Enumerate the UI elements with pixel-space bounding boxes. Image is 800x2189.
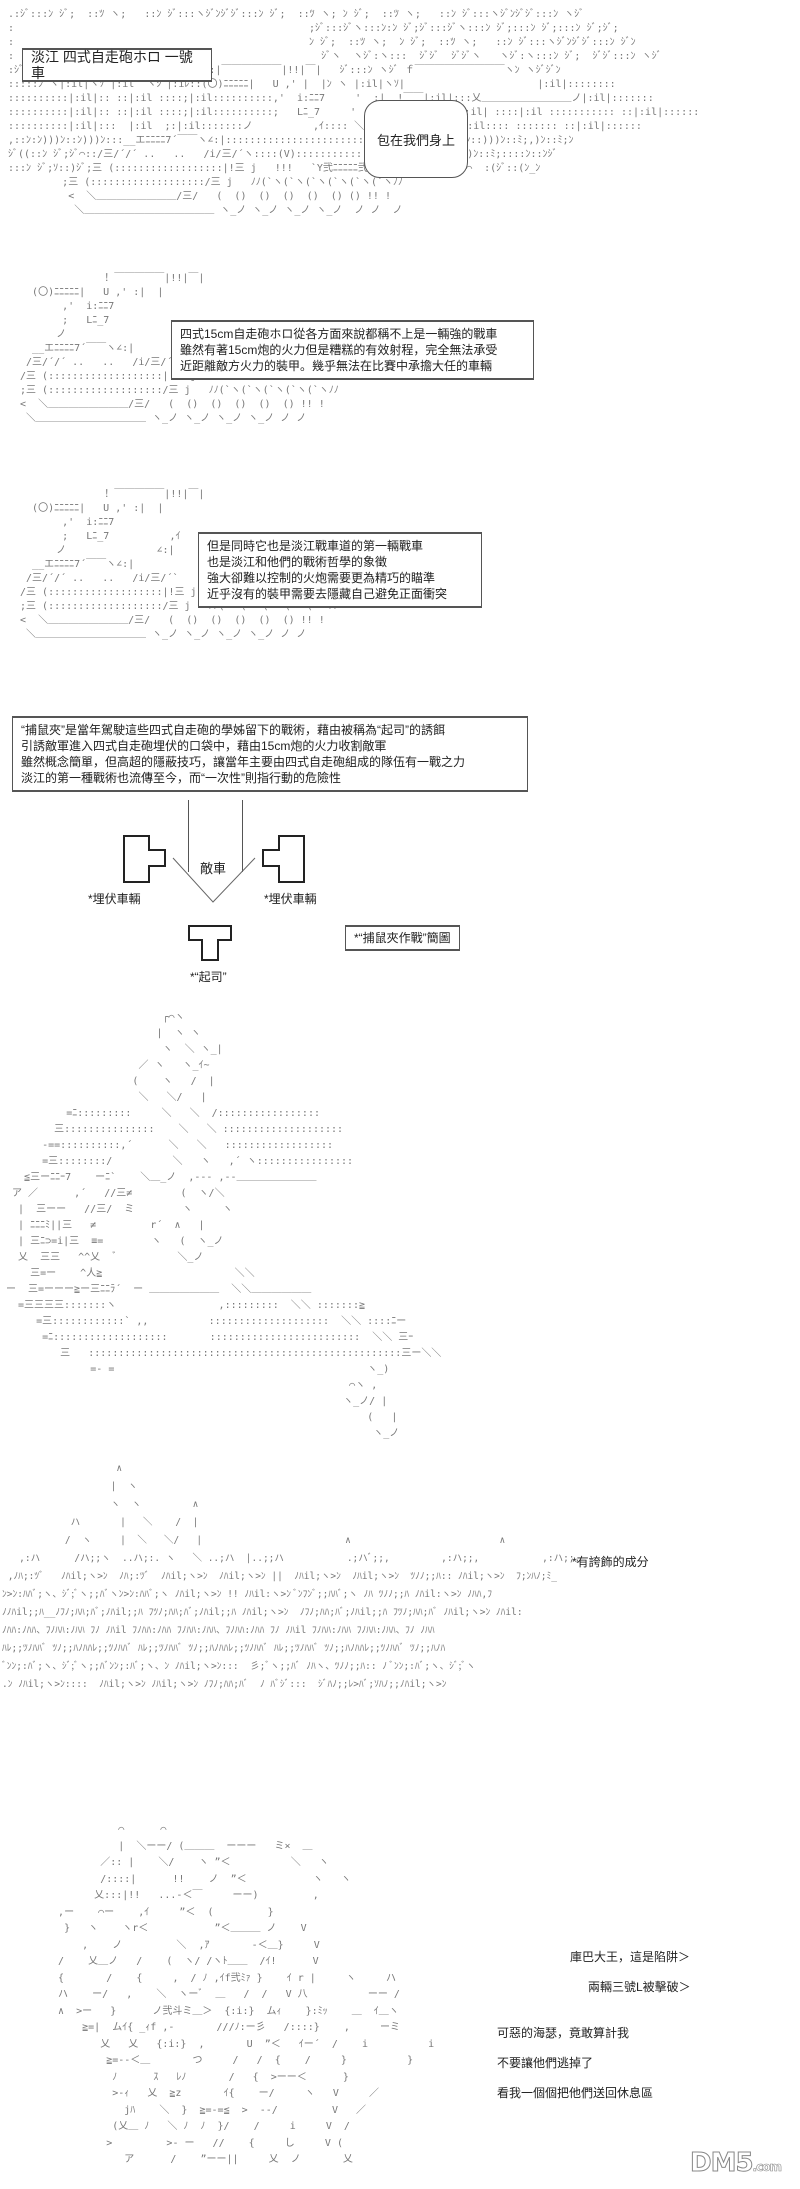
dialogue-line: 庫巴大王，這是陷阱＞ — [570, 1950, 691, 1964]
caption-line: “捕鼠夾”是當年駕駛這些四式自走砲的學姊留下的戰術，藉由被稱為“起司”的誘餌 — [21, 723, 445, 737]
caption-line: 雖然概念簡單，但高超的隱蔽技巧，讓當年主要由四式自走砲組成的隊伍有一戰之力 — [21, 755, 466, 769]
dm5-watermark-logo: DM5.com — [690, 2148, 783, 2179]
speech-bubble: 包在我們身上 — [364, 100, 468, 178]
caption-line: 雖然有著15cm炮的火力但是糟糕的有效射程，完全無法承受 — [180, 343, 498, 357]
bait-label: *“起司” — [190, 970, 227, 984]
enemy-path-right-line — [242, 800, 243, 872]
dialogue-line: 兩輛三號L被擊破＞ — [588, 1980, 691, 1994]
caption-box-symbol: 但是同時它也是淡江戰車道的第一輛戰車 也是淡江和他們的戰術哲學的象徵 強大卻難以… — [198, 532, 482, 608]
caption-line: 但是同時它也是淡江戰車道的第一輛戰車 — [207, 539, 424, 553]
battle-scene-ascii-art: ┌⌒ヽ | ヽ ヽ ヽ ＼ ヽ_| ／ ヽ ヽ_ｲ~ ( ヽ / | ＼ ＼/ … — [6, 1012, 442, 1439]
caption-line: 引誘敵軍進入四式自走砲埋伏的口袋中，藉由15cm炮的火力收割敵軍 — [21, 739, 387, 753]
caption-line: 強大卻難以控制的火炮需要更為精巧的瞄準 — [207, 571, 436, 585]
caption-line: 四式15cm自走砲ホロ從各方面來說都稱不上是一輛強的戰車 — [180, 327, 498, 341]
caption-line: 也是淡江和他們的戰術哲學的象徵 — [207, 555, 388, 569]
caption-text: 淡江 四式自走砲ホロ 一號車 — [31, 49, 193, 81]
ambush-right-label: *埋伏車輛 — [264, 892, 317, 906]
caption-line: 近乎沒有的裝甲需要去隱藏自己避免正面衝突 — [207, 587, 448, 601]
caption-line: 淡江的第一種戰術也流傳至今，而“一次性”則指行動的危險性 — [21, 771, 341, 785]
diagram-title: *“捕鼠夾作戰”簡圖 — [354, 931, 451, 945]
bait-tank-icon — [188, 925, 232, 961]
dialogue-line: 不要讓他們逃掉了 — [497, 2056, 594, 2070]
ambush-tank-left-icon — [123, 835, 166, 883]
speech-text: 包在我們身上 — [376, 132, 455, 148]
caption-box-tank-name: 淡江 四式自走砲ホロ 一號車 — [22, 48, 212, 82]
ambush-left-label: *埋伏車輛 — [88, 892, 141, 906]
exaggeration-note: *有誇飾的成分 — [572, 1555, 649, 1569]
dialogue-line: 可惡的海瑟，竟敢算計我 — [497, 2026, 630, 2040]
ambush-tank-right-icon — [262, 835, 305, 883]
caption-line: 近距離敵方火力的裝甲。幾乎無法在比賽中承擔大任的車輛 — [180, 359, 493, 373]
tank-ascii-art-2: ！￣￣￣￣￣|!!|￣| (〇)ﾆﾆﾆﾆﾆ| U ,' :| | ,' i:ﾆﾆ… — [20, 273, 339, 424]
forest-ascii-art: ∧ | ヽ ヽ ヽ ∧ ハ | ＼ / | / ヽ | ＼ ＼/ | ∧ ∧ ,… — [2, 1463, 581, 1690]
tank-ascii-art-1: .:ｼﾞ:::ﾝ ｼﾞ; ::ﾂ ヽ; ::ﾝ ｼﾞ:::ヽｼﾞﾝｼﾞｼﾞ:::… — [8, 9, 700, 216]
bowser-ascii-art: ⌒ ⌒ | ＼ーー/ (＿＿＿ ーーー ミ× ＿ ／:: | ＼/ ヽ ”＜ ＼… — [58, 1824, 435, 2165]
enemy-label: 敵車 — [200, 861, 227, 876]
diagram-title-box: *“捕鼠夾作戰”簡圖 — [345, 925, 460, 951]
caption-box-mousetrap-tactic: “捕鼠夾”是當年駕駛這些四式自走砲的學姊留下的戰術，藉由被稱為“起司”的誘餌 引… — [12, 716, 528, 792]
enemy-path-left-line — [188, 800, 189, 872]
caption-box-description: 四式15cm自走砲ホロ從各方面來說都稱不上是一輛強的戰車 雖然有著15cm炮的火… — [171, 320, 534, 380]
enemy-v-arrow — [172, 857, 256, 903]
dialogue-line: 看我一個個把他們送回休息區 — [497, 2086, 654, 2100]
